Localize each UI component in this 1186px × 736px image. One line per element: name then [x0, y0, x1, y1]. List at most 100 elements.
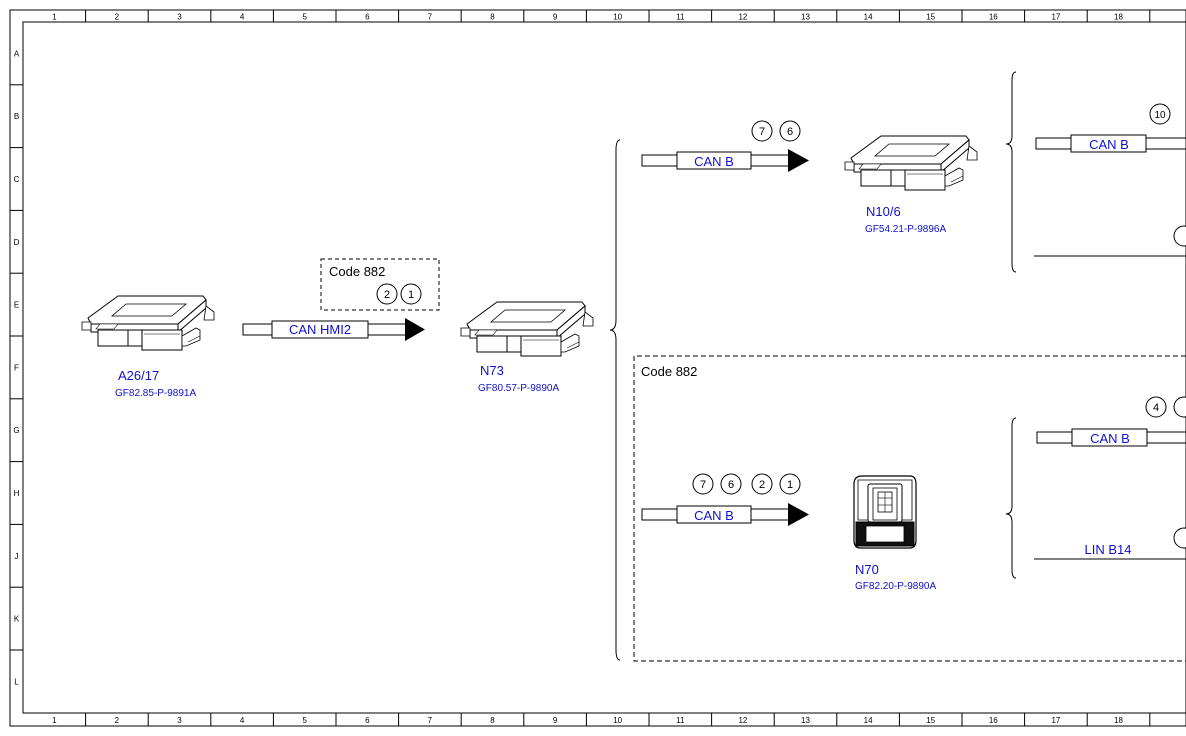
overhead-control-panel-icon: [853, 475, 917, 549]
arrow-icon: [788, 503, 809, 526]
component-ref-link[interactable]: GF54.21-P-9896A: [865, 224, 946, 235]
grid-column-label: 9: [553, 13, 558, 22]
grid-row-labels: A B C D E F G H J K L: [10, 49, 23, 686]
control-unit-n73[interactable]: N73 GF80.57-P-9890A: [460, 301, 594, 394]
arrow-icon: [405, 318, 425, 341]
grid-column-label: 5: [302, 716, 307, 725]
can-b-bus-right-mid: CAN B 4: [1036, 396, 1186, 447]
grid-column-label: 3: [177, 716, 182, 725]
grid-column-label: 12: [738, 13, 747, 22]
grid-column-label: 7: [428, 13, 433, 22]
can-b-bus-lower: CAN B 7 6 2 1: [641, 473, 809, 526]
grid-column-label: 16: [989, 13, 998, 22]
grid-column-label: 15: [926, 716, 935, 725]
grid-column-label: 4: [240, 13, 245, 22]
grid-column-label: 5: [302, 13, 307, 22]
circled-number: 7: [759, 126, 765, 138]
code-label: Code 882: [641, 364, 697, 379]
grid-column-label: 18: [1114, 13, 1123, 22]
grid-column-label: 4: [240, 716, 245, 725]
bus-label[interactable]: CAN B: [694, 508, 734, 523]
grid-column-label: 13: [801, 716, 810, 725]
bus-label[interactable]: LIN B14: [1085, 542, 1132, 557]
grid-column-label: 16: [989, 716, 998, 725]
grid-column-label: 3: [177, 13, 182, 22]
grid-row-label: J: [15, 552, 19, 561]
grid-column-label: 13: [801, 13, 810, 22]
circled-number: 7: [700, 479, 706, 491]
grid-row-label: A: [14, 49, 20, 58]
grid-column-label: 10: [613, 716, 622, 725]
grid-column-label: 17: [1051, 716, 1060, 725]
grid-column-label: 10: [613, 13, 622, 22]
control-unit-a26-17[interactable]: A26/17 GF82.85-P-9891A: [81, 295, 215, 399]
grid-column-label: 14: [864, 716, 873, 725]
circled-marker-partial: [1173, 396, 1186, 418]
circled-marker-partial: [1173, 225, 1186, 247]
bus-label[interactable]: CAN B: [1090, 431, 1130, 446]
component-id[interactable]: A26/17: [118, 368, 159, 383]
grid-column-label: 6: [365, 716, 370, 725]
bus-label[interactable]: CAN B: [1089, 137, 1129, 152]
branch-brace-right-top: [1005, 71, 1017, 273]
grid-column-label: 12: [738, 716, 747, 725]
component-ref-link[interactable]: GF80.57-P-9890A: [478, 383, 559, 394]
grid-row-label: F: [14, 363, 19, 372]
grid-column-label: 11: [676, 716, 685, 725]
can-b-bus-upper: CAN B 7 6: [641, 120, 809, 172]
grid-column-label: 17: [1051, 13, 1060, 22]
grid-row-label: D: [14, 238, 20, 247]
circled-number: 2: [384, 289, 390, 301]
component-id[interactable]: N73: [480, 363, 504, 378]
grid-column-label: 7: [428, 716, 433, 725]
control-unit-icon: [81, 295, 215, 351]
branch-brace-right-bottom: [1005, 417, 1017, 579]
arrow-icon: [788, 149, 809, 172]
code-882-box-small: Code 882 2 1: [320, 258, 440, 311]
control-unit-n70[interactable]: N70 GF82.20-P-9890A: [853, 475, 936, 592]
circled-number: 1: [787, 479, 793, 491]
frame: [9, 9, 1186, 727]
circled-number: 6: [787, 126, 793, 138]
control-unit-n10-6[interactable]: N10/6 GF54.21-P-9896A: [844, 135, 978, 235]
grid-row-label: G: [13, 426, 19, 435]
can-b-bus-right-top: CAN B 10: [1034, 103, 1186, 257]
grid-row-label: C: [14, 175, 20, 184]
can-hmi2-bus: CAN HMI2: [242, 318, 425, 341]
grid-row-label: E: [14, 301, 19, 310]
grid-column-label: 1: [52, 716, 57, 725]
grid-column-label: 9: [553, 716, 558, 725]
grid-column-label: 6: [365, 13, 370, 22]
lin-b14-bus: LIN B14: [1034, 527, 1186, 560]
grid-column-label: 2: [115, 716, 120, 725]
circled-number: 6: [728, 479, 734, 491]
circled-marker-partial: [1173, 527, 1186, 549]
control-unit-icon: [460, 301, 594, 357]
grid-row-label: K: [14, 615, 20, 624]
grid-column-label: 2: [115, 13, 120, 22]
circled-number: 4: [1153, 402, 1159, 414]
code-882-box-large: Code 882: [633, 355, 1186, 662]
grid-row-label: B: [14, 112, 19, 121]
component-ref-link[interactable]: GF82.85-P-9891A: [115, 388, 196, 399]
grid-row-label: H: [14, 489, 20, 498]
component-id[interactable]: N70: [855, 562, 879, 577]
grid-column-label: 11: [676, 13, 685, 22]
branch-brace: [609, 139, 621, 661]
grid-column-label: 8: [490, 13, 495, 22]
grid-row-label: L: [14, 677, 19, 686]
circled-number: 2: [759, 479, 765, 491]
circled-number: 1: [408, 289, 414, 301]
component-id[interactable]: N10/6: [866, 204, 901, 219]
grid-column-label: 14: [864, 13, 873, 22]
grid-column-label: 18: [1114, 716, 1123, 725]
component-ref-link[interactable]: GF82.20-P-9890A: [855, 581, 936, 592]
grid-column-label: 15: [926, 13, 935, 22]
bus-label[interactable]: CAN HMI2: [289, 322, 351, 337]
grid-column-label: 8: [490, 716, 495, 725]
bus-label[interactable]: CAN B: [694, 154, 734, 169]
grid-column-label: 1: [52, 13, 57, 22]
